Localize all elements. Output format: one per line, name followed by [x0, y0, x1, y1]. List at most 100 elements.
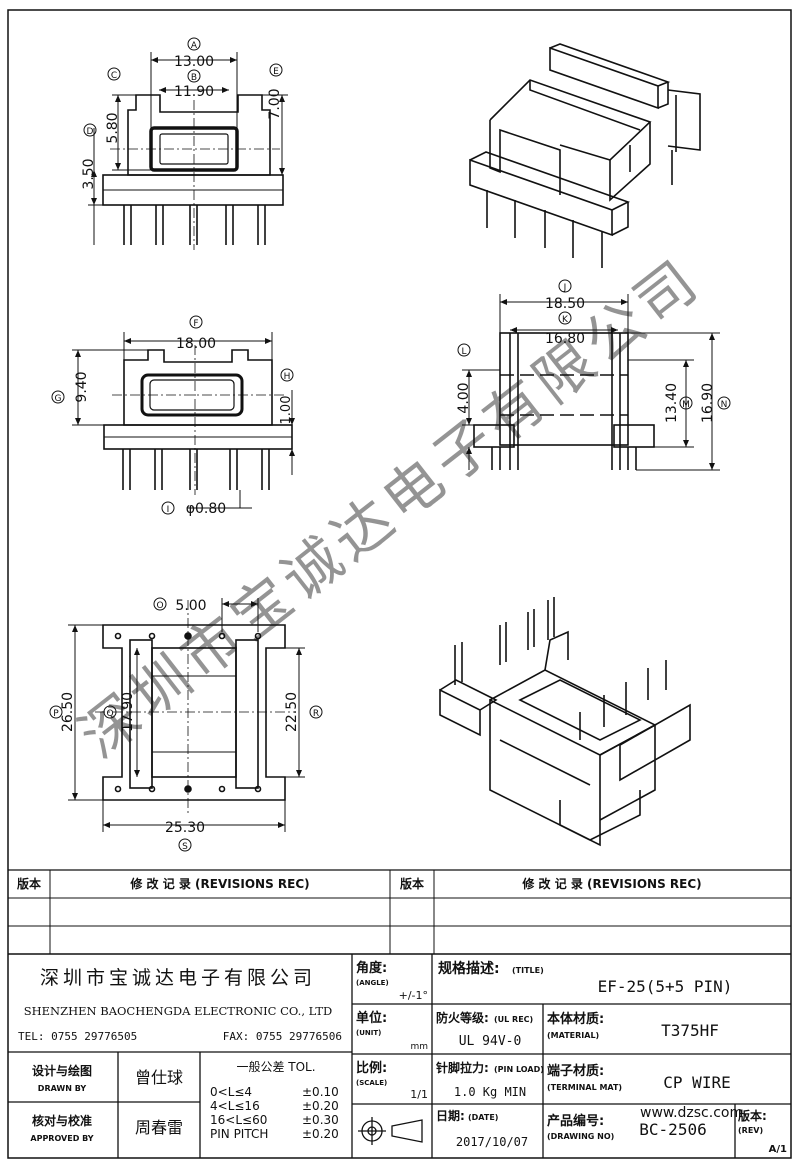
- unit-label-cn: 单位:: [356, 1010, 387, 1026]
- unit-label-en: (UNIT): [356, 1029, 381, 1037]
- front-view-mid: [103, 345, 293, 495]
- rev-record-header-1: 修 改 记 录 (REVISIONS REC): [129, 876, 309, 891]
- side-view: [473, 332, 655, 470]
- badge-c: C: [111, 71, 117, 81]
- badge-r: R: [313, 709, 319, 719]
- dim-o: O 5.00: [153, 597, 207, 614]
- company-name-cn: 深圳市宝诚达电子有限公司: [40, 967, 316, 989]
- badge-j: J: [563, 283, 567, 293]
- badge-g: G: [55, 394, 62, 404]
- badge-l: L: [461, 347, 466, 357]
- front-view-top-labels: A 13.00 B 11.90 C 5.80 D 3.50 E 7.00: [81, 37, 283, 190]
- spec-title-row: 规格描述: (TITLE) EF-25(5+5 PIN): [438, 960, 732, 996]
- rev-record-header-2: 修 改 记 录 (REVISIONS REC): [521, 876, 701, 891]
- drawing-no-label-en: (DRAWING NO): [547, 1132, 614, 1141]
- pin-load-label-cn: 针脚拉力:: [436, 1060, 489, 1075]
- ul-label-cn: 防火等级:: [436, 1010, 489, 1025]
- tol-value-3: ±0.30: [302, 1113, 339, 1127]
- drawing-no-label-cn: 产品编号:: [547, 1113, 604, 1129]
- spec-column-left: 角度: (ANGLE) +/-1° 单位: (UNIT) mm 比例: (SCA…: [356, 960, 428, 1101]
- dim-j-value: 18.50: [545, 296, 585, 312]
- rev-version-header-1: 版本: [17, 876, 41, 891]
- title-label-cn: 规格描述:: [438, 960, 500, 977]
- dim-i-value: φ0.80: [186, 501, 226, 517]
- dim-b: B 11.90: [174, 69, 214, 100]
- dim-c-value: 5.80: [105, 112, 121, 143]
- title-block: [8, 869, 791, 1158]
- terminal-value: CP WIRE: [663, 1073, 730, 1092]
- dim-h-value: 1.00: [279, 396, 294, 425]
- sheet-border: [7, 9, 792, 1159]
- approved-by-name: 周春雷: [135, 1118, 183, 1137]
- dim-p-value: 26.50: [60, 692, 76, 732]
- dim-i: I φ0.80: [161, 501, 226, 517]
- scale-label-cn: 比例:: [356, 1060, 387, 1076]
- side-view-dimensions: [462, 294, 720, 471]
- revision-table: 版本 修 改 记 录 (REVISIONS REC) 版本 修 改 记 录 (R…: [17, 876, 702, 891]
- dim-l-value: 4.00: [456, 382, 472, 413]
- drawn-by-name: 曾仕球: [135, 1068, 183, 1087]
- rev-value: A/1: [769, 1144, 787, 1155]
- badge-o: O: [156, 601, 163, 611]
- isometric-view-bottom: [439, 597, 691, 847]
- tol-value-4: ±0.20: [302, 1127, 339, 1141]
- dim-n: N 16.90: [700, 383, 731, 423]
- dim-j: J 18.50: [545, 279, 585, 312]
- dim-q: Q 17.90: [103, 692, 136, 732]
- dim-k: K 16.80: [545, 311, 585, 347]
- tolerance-title: 一般公差 TOL.: [236, 1059, 315, 1074]
- dim-l: L 4.00: [456, 343, 472, 414]
- tolerance-table: 一般公差 TOL. 0<L≤4 ±0.10 4<L≤16 ±0.20 16<L≤…: [210, 1059, 339, 1141]
- badge-h: H: [284, 372, 291, 382]
- title-value: EF-25(5+5 PIN): [598, 977, 733, 996]
- approved-by-label-cn: 核对与校准: [32, 1113, 92, 1128]
- badge-p: P: [53, 709, 59, 719]
- ul-value: UL 94V-0: [459, 1034, 522, 1049]
- badge-n: N: [721, 400, 728, 410]
- terminal-label-en: (TERMINAL MAT): [547, 1083, 622, 1092]
- pin-load-value: 1.0 Kg MIN: [454, 1085, 526, 1099]
- tol-range-1: 0<L≤4: [210, 1085, 252, 1099]
- badge-s: S: [182, 842, 188, 852]
- company-name-en: SHENZHEN BAOCHENGDA ELECTRONIC CO., LTD: [24, 1004, 332, 1018]
- rev-label-en: (REV): [738, 1126, 763, 1135]
- dim-f: F 18.00: [176, 315, 216, 352]
- badge-e: E: [273, 67, 279, 77]
- ul-label-en: (UL REC): [494, 1015, 533, 1024]
- badge-d: D: [87, 127, 94, 137]
- rev-version-header-2: 版本: [400, 876, 424, 891]
- company-fax: FAX: 0755 29776506: [223, 1030, 342, 1043]
- dim-g: G 9.40: [51, 371, 90, 404]
- dim-b-value: 11.90: [174, 84, 214, 100]
- dim-e: E 7.00: [267, 63, 283, 120]
- angle-label-cn: 角度:: [356, 960, 387, 976]
- date-label-cn: 日期:: [436, 1108, 465, 1123]
- front-view-top-dimensions: [88, 52, 288, 245]
- scale-label-en: (SCALE): [356, 1079, 387, 1087]
- dim-r-value: 22.50: [284, 692, 300, 732]
- title-label-en: (TITLE): [512, 966, 544, 975]
- badge-f: F: [193, 319, 198, 329]
- badge-k: K: [562, 315, 569, 325]
- dim-s: S 25.30: [165, 820, 205, 852]
- isometric-view-top: [469, 43, 701, 268]
- tol-range-3: 16<L≤60: [210, 1113, 267, 1127]
- dim-h: H 1.00: [279, 368, 294, 425]
- pin-load-label-en: (PIN LOAD): [494, 1065, 544, 1074]
- date-value: 2017/10/07: [456, 1135, 528, 1149]
- site-watermark: www.dzsc.com: [640, 1105, 743, 1121]
- tol-value-1: ±0.10: [302, 1085, 339, 1099]
- dim-m-value: 13.40: [664, 383, 680, 423]
- date-label-en: (DATE): [468, 1113, 498, 1122]
- dim-a: A 13.00: [174, 37, 214, 70]
- dim-s-value: 25.30: [165, 820, 205, 836]
- drawn-by-label-en: DRAWN BY: [38, 1084, 87, 1093]
- dim-o-value: 5.00: [175, 598, 206, 614]
- drawing-no-value: BC-2506: [639, 1120, 706, 1139]
- dim-e-value: 7.00: [267, 88, 283, 119]
- dim-c: C 5.80: [105, 67, 121, 144]
- badge-b: B: [191, 73, 197, 83]
- badge-m: M: [682, 400, 690, 410]
- dim-p: P 26.50: [49, 692, 76, 732]
